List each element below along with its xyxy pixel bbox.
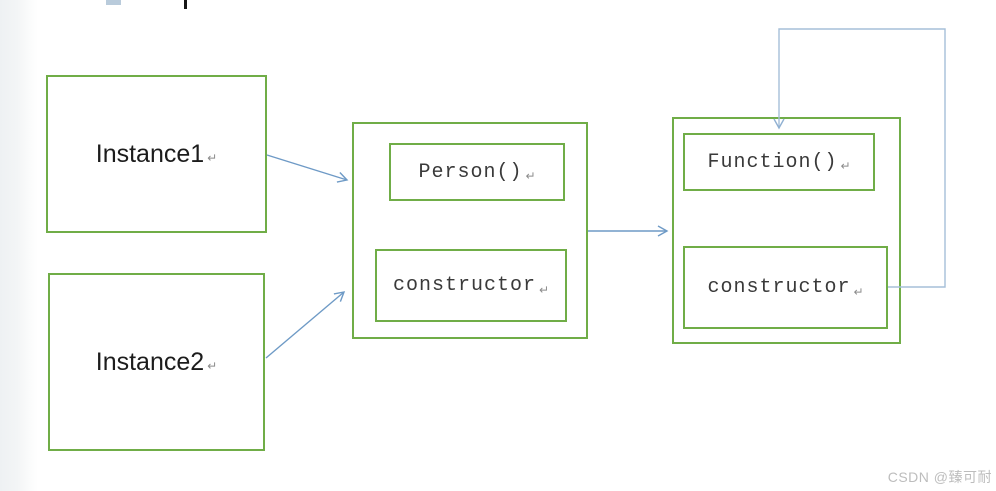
return-mark: ↵: [853, 284, 864, 299]
node-instance2: Instance2↵: [48, 273, 265, 451]
node-person-title-label: Person(): [418, 160, 523, 184]
return-mark: ↵: [525, 169, 536, 183]
node-function-title-box: Function()↵: [683, 133, 875, 191]
cropped-text-highlight-fragment: [106, 0, 121, 5]
arrow-instance1-to-person: [266, 154, 349, 183]
node-person-constructor-box: constructor↵: [375, 249, 567, 322]
arrow-instance2-to-person: [265, 291, 346, 359]
return-mark: ↵: [538, 282, 550, 297]
node-function-constructor-box: constructor↵: [683, 246, 888, 329]
return-mark: ↵: [207, 359, 218, 373]
node-person-constructor-label: constructor: [392, 274, 536, 297]
return-mark: ↵: [207, 151, 218, 165]
return-mark: ↵: [840, 159, 851, 173]
node-function-title-label: Function(): [707, 150, 838, 174]
node-function-constructor-label: constructor: [707, 276, 851, 299]
cropped-text-glyph-fragment: [184, 0, 187, 9]
node-instance1: Instance1↵: [46, 75, 267, 233]
page-edge-shadow: [0, 0, 38, 491]
node-instance2-label: Instance2: [95, 347, 205, 376]
node-person-title-box: Person()↵: [389, 143, 565, 201]
watermark: CSDN @臻可耐: [887, 469, 992, 485]
node-instance1-label: Instance1: [95, 139, 205, 168]
